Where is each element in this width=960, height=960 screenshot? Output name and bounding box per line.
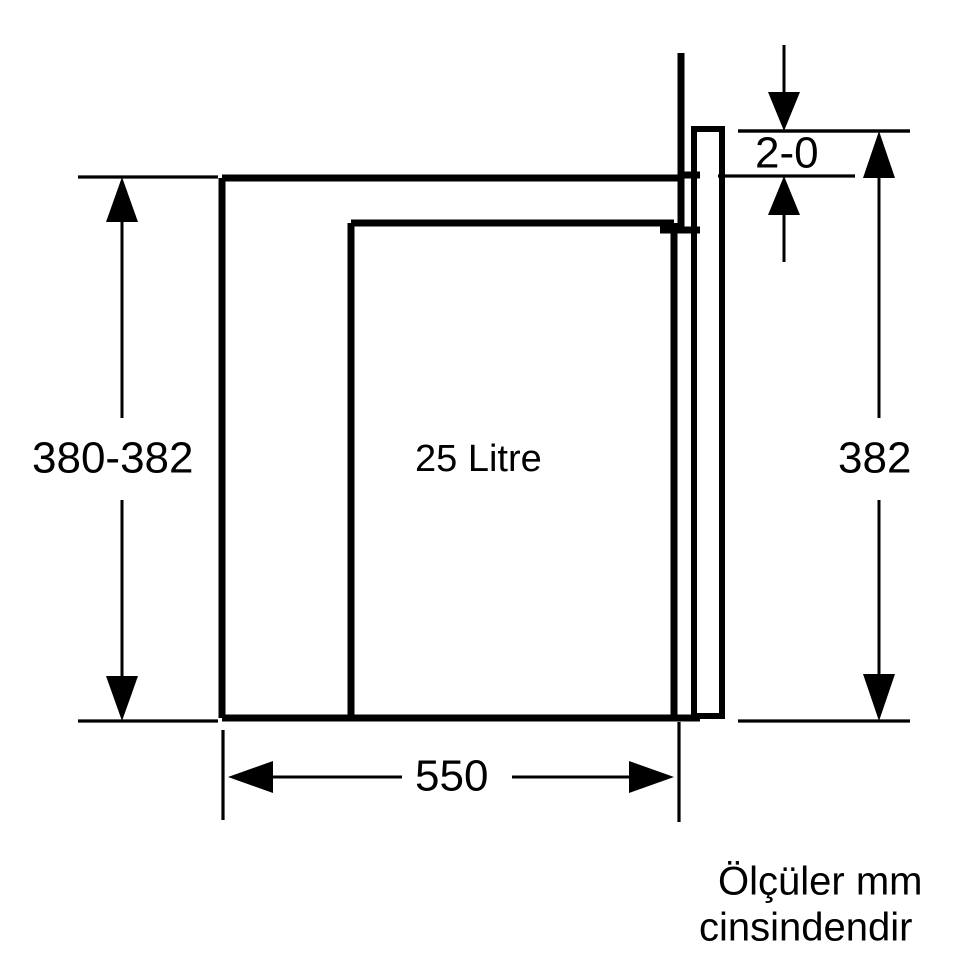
arrow-left-bottom [228, 761, 273, 793]
dimension-height-right: 382 [738, 129, 911, 723]
arrow-down-left [106, 676, 138, 721]
dimension-label-width-bottom: 550 [415, 752, 488, 801]
arrow-right-bottom [629, 761, 674, 793]
dimension-label-gap-top: 2-0 [755, 129, 819, 178]
units-note: Ölçüler mm cinsindendir [699, 860, 922, 950]
appliance-body-outline [218, 174, 700, 722]
dimension-height-left: 380-382 [32, 175, 218, 723]
arrow-up-right [863, 131, 895, 178]
arrow-up-left [106, 177, 138, 222]
arrow-down-right [863, 674, 895, 721]
units-note-line-1: Ölçüler mm [718, 860, 922, 904]
dimension-width-bottom: 550 [221, 722, 681, 822]
arrow-up-gap [768, 176, 800, 215]
arrow-down-gap [768, 92, 800, 131]
oven-cavity-outline [347, 219, 678, 718]
door-panel-profile [691, 126, 725, 719]
units-note-line-2: cinsindendir [699, 906, 912, 950]
dimension-label-height-right: 382 [838, 434, 911, 483]
capacity-label: 25 Litre [415, 438, 542, 480]
dimension-label-height-left: 380-382 [32, 434, 193, 483]
